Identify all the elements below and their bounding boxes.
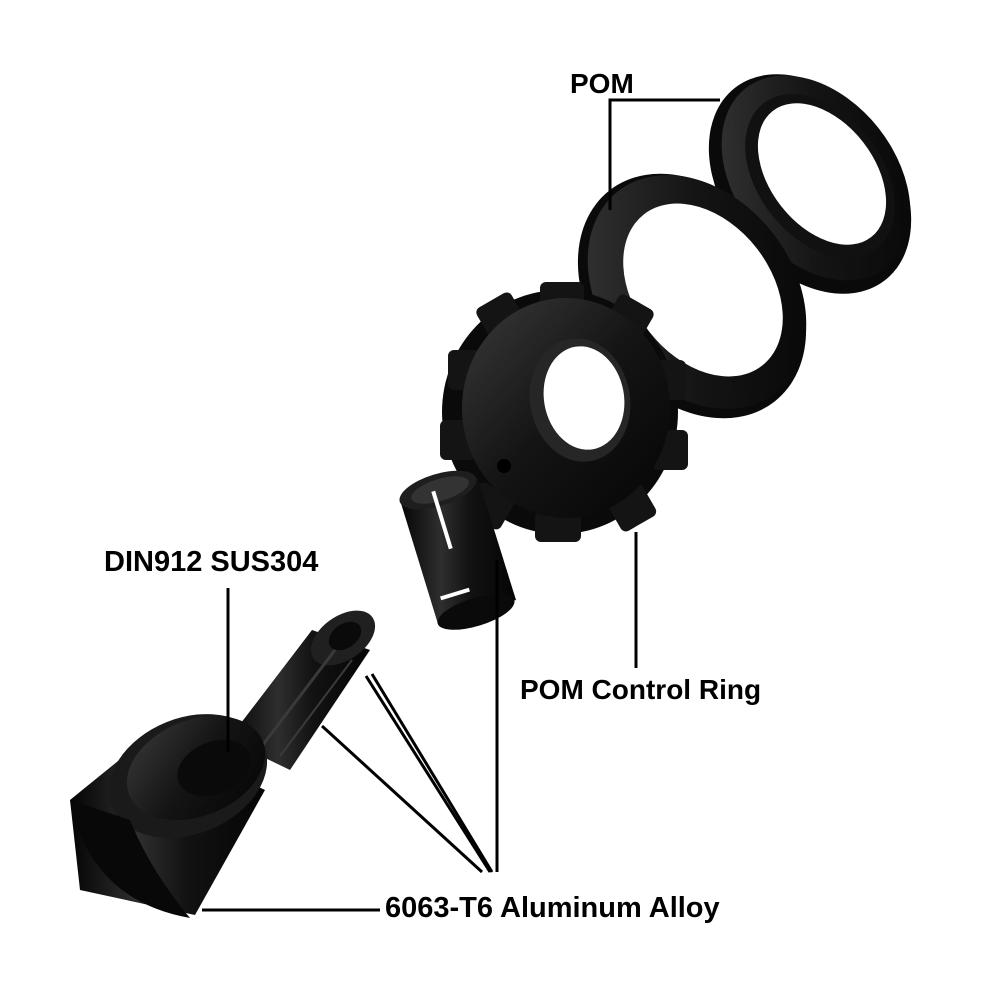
shaft: [228, 610, 376, 770]
leader-shaft-groove: [370, 673, 494, 873]
label-din912-sus304: DIN912 SUS304: [104, 546, 319, 578]
label-pom: POM: [570, 68, 634, 99]
base-housing: [70, 714, 268, 918]
label-aluminum-alloy: 6063-T6 Aluminum Alloy: [385, 892, 720, 924]
leader-shaft: [320, 724, 484, 874]
split-collet: [399, 470, 516, 630]
label-pom-control-ring: POM Control Ring: [520, 674, 762, 705]
leader-shaft-end: [364, 675, 492, 873]
leader-pom: [608, 98, 720, 210]
leader-lines: [202, 98, 720, 912]
